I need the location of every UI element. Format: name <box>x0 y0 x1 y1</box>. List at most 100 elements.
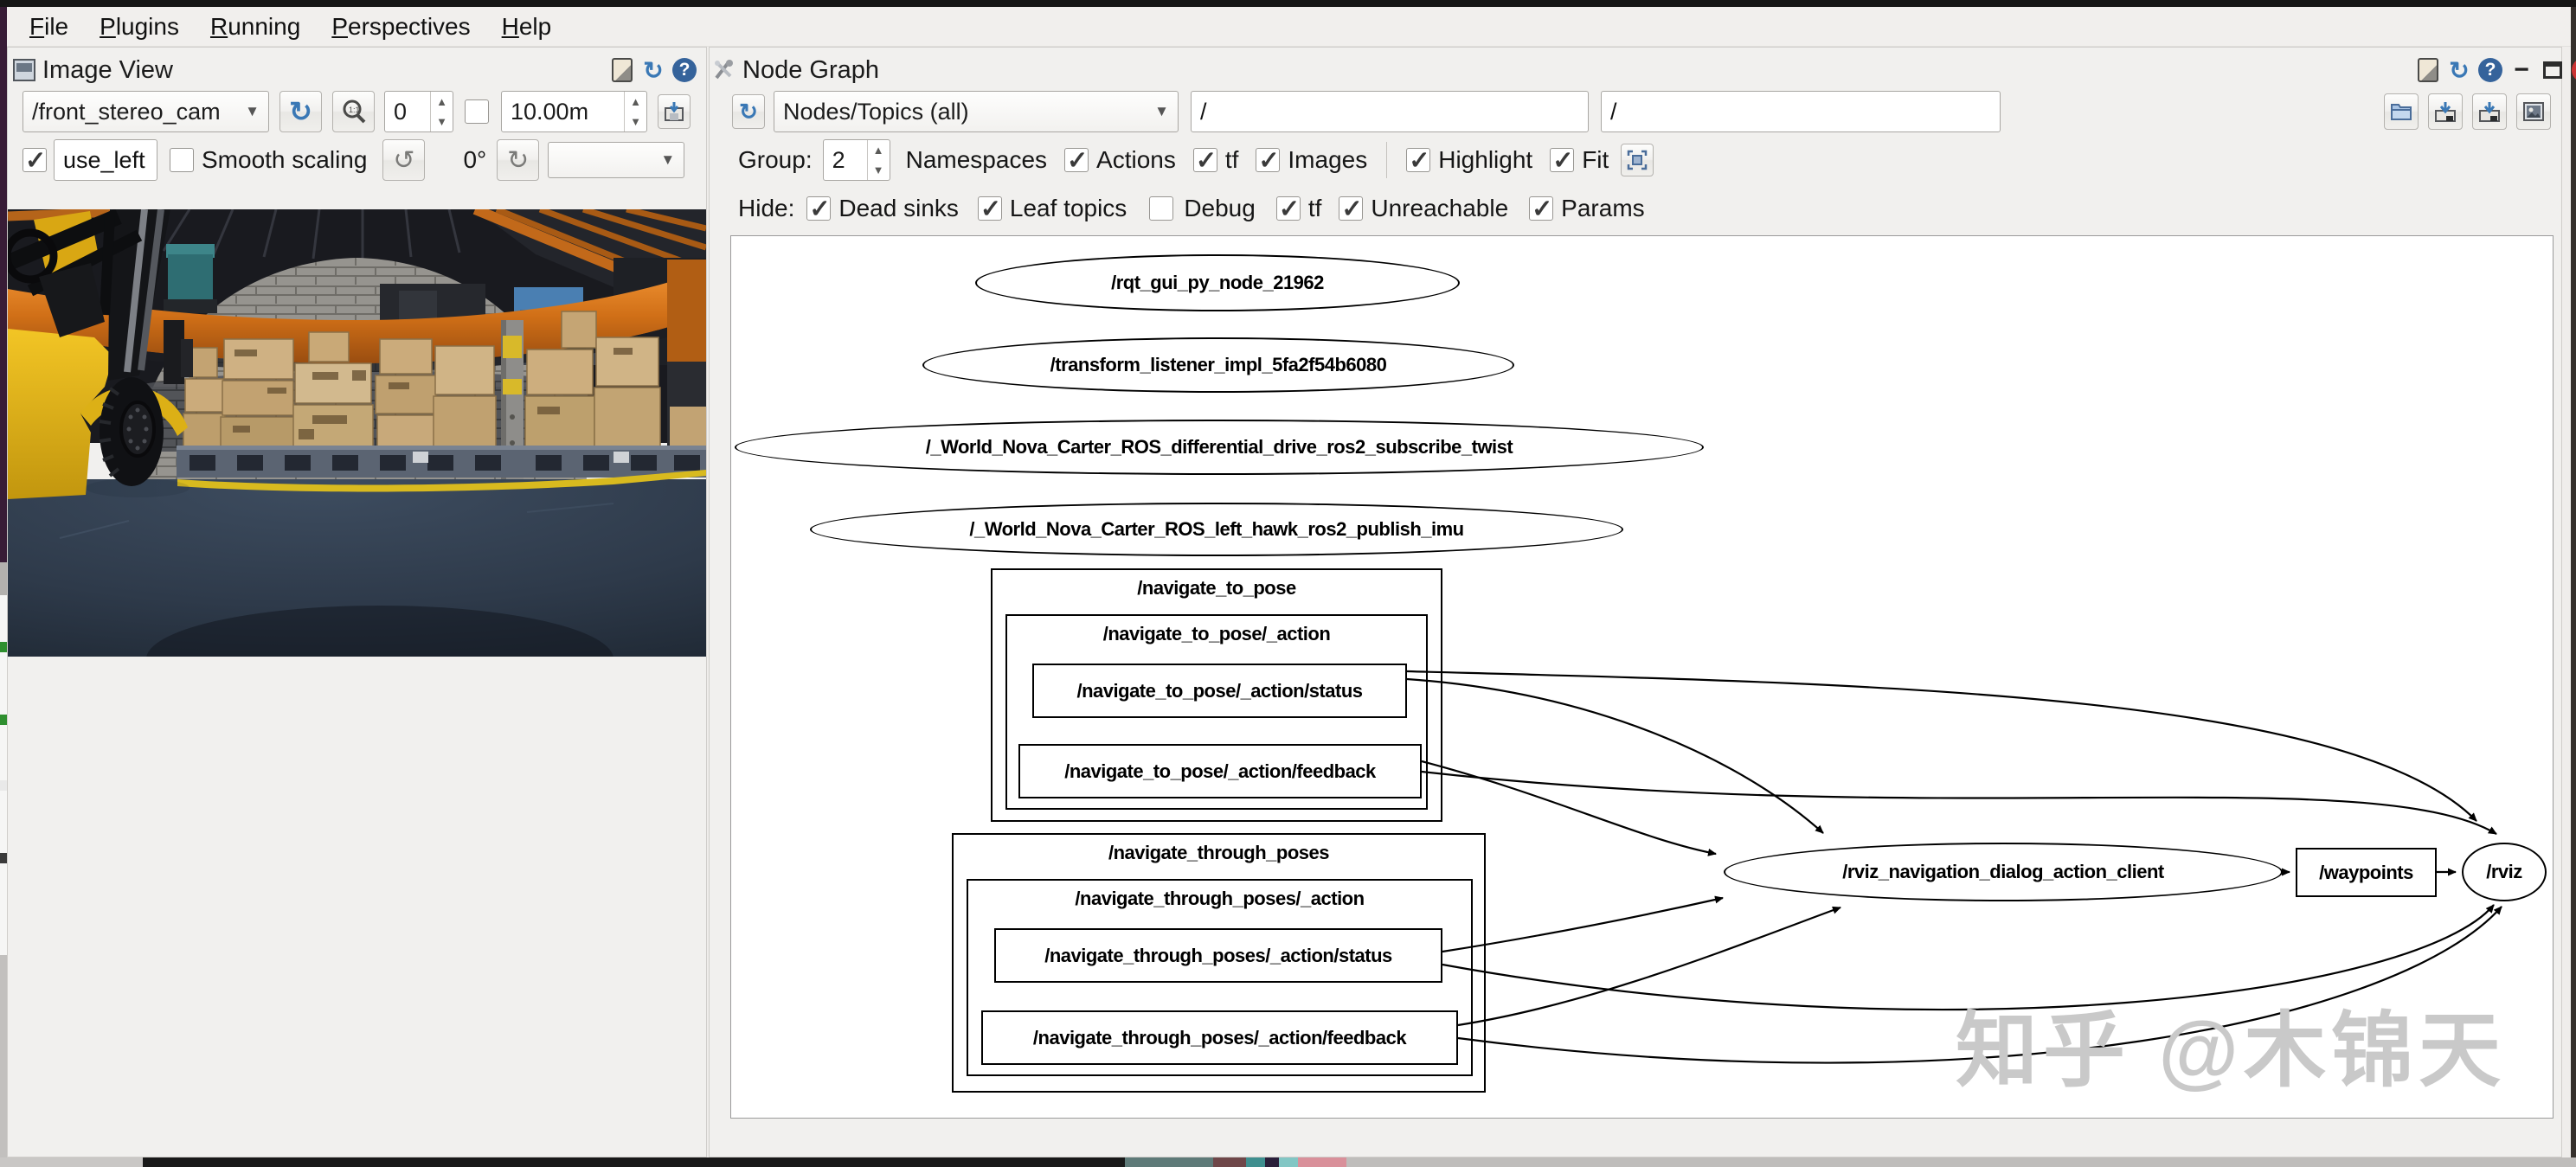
spin-down-icon[interactable]: ▼ <box>872 164 884 176</box>
warehouse-scene <box>8 209 706 657</box>
tf-checkbox[interactable] <box>1192 145 1217 176</box>
load-dot-button[interactable] <box>2384 93 2419 130</box>
actions-checkbox[interactable] <box>1064 145 1089 176</box>
toolbar-separator <box>1386 142 1388 178</box>
rotation-angle-label: 0° <box>463 146 487 173</box>
save-dot-button[interactable] <box>2428 93 2463 130</box>
fit-in-view-button[interactable] <box>1621 144 1654 176</box>
fit-view-icon <box>1628 150 1648 170</box>
menu-help[interactable]: Help <box>501 12 552 40</box>
save-icon <box>665 102 684 121</box>
params-checkbox[interactable] <box>1529 194 1554 224</box>
graph-topic-box[interactable]: /navigate_to_pose/_action/status <box>1032 664 1407 718</box>
fit-checkbox[interactable] <box>1550 145 1575 176</box>
float-icon[interactable] <box>2540 57 2566 83</box>
zoom-spinbox[interactable]: 0 ▲▼ <box>384 91 453 132</box>
menu-plugins[interactable]: Plugins <box>100 12 179 40</box>
graph-topic-box[interactable]: /waypoints <box>2296 848 2437 897</box>
panel-title-text: Node Graph <box>742 55 879 84</box>
smooth-scaling-label: Smooth scaling <box>202 146 368 173</box>
background-window-sliver <box>0 7 7 1167</box>
topic-combo-value: /front_stereo_cam <box>32 98 221 125</box>
dynamic-range-checkbox[interactable] <box>465 99 489 124</box>
unreachable-checkbox[interactable] <box>1339 194 1364 224</box>
graph-topic-box[interactable]: /navigate_through_poses/_action/feedback <box>981 1010 1458 1065</box>
node-graph-plugin-icon <box>715 60 733 80</box>
save-svg-button[interactable] <box>2472 93 2507 130</box>
settings-icon[interactable] <box>2415 57 2441 83</box>
hide-tf-checkbox[interactable] <box>1275 194 1301 224</box>
menu-perspectives[interactable]: Perspectives <box>331 12 471 40</box>
reload-plugin-icon[interactable]: ↻ <box>643 56 664 84</box>
rotate-left-button[interactable]: ↺ <box>382 139 426 181</box>
images-checkbox[interactable] <box>1256 145 1281 176</box>
image-file-icon <box>2523 102 2544 121</box>
max-range-spinbox[interactable]: 10.00m ▲▼ <box>501 91 647 132</box>
help-icon[interactable]: ? <box>671 57 697 83</box>
fit-label: Fit <box>1582 146 1609 173</box>
spin-up-icon[interactable]: ▲ <box>630 95 641 108</box>
dead-sinks-checkbox[interactable] <box>806 194 832 224</box>
spin-down-icon[interactable]: ▼ <box>436 115 447 128</box>
graph-canvas[interactable]: /rqt_gui_py_node_21962 /transform_listen… <box>730 235 2554 1119</box>
rotate-right-button[interactable]: ↻ <box>497 139 540 181</box>
help-icon[interactable]: ? <box>2477 57 2503 83</box>
tf-label: tf <box>1224 146 1239 173</box>
highlight-checkbox[interactable] <box>1406 145 1431 176</box>
menu-running[interactable]: Running <box>209 12 301 40</box>
menu-file[interactable]: File <box>29 12 69 40</box>
node-graph-title: Node Graph <box>713 55 879 86</box>
zoom-1-1-button[interactable]: 1:1 <box>332 91 375 132</box>
magnifier-icon: 1:1 <box>343 99 365 124</box>
reload-plugin-icon[interactable]: ↻ <box>2449 56 2470 84</box>
graph-topic-box[interactable]: /navigate_to_pose/_action/feedback <box>1018 744 1422 798</box>
smooth-scaling-checkbox[interactable] <box>170 148 194 172</box>
graph-cluster-navigate-through-poses-action[interactable]: /navigate_through_poses/_action <box>967 879 1473 1076</box>
graph-node[interactable]: /rqt_gui_py_node_21962 <box>975 254 1460 311</box>
graph-node[interactable]: /_World_Nova_Carter_ROS_left_hawk_ros2_p… <box>810 503 1623 556</box>
chevron-down-icon: ▼ <box>660 151 676 168</box>
node-graph-toolbar-row3: Hide: Dead sinks Leaf topics Debug tf Un… <box>738 188 1645 229</box>
graph-topic-box[interactable]: /navigate_through_poses/_action/status <box>994 928 1442 983</box>
smooth-image-combo[interactable]: ▼ <box>548 142 685 178</box>
graph-cluster-navigate-through-poses[interactable]: /navigate_through_poses <box>952 833 1486 1093</box>
spin-down-icon[interactable]: ▼ <box>630 115 641 128</box>
spin-up-icon[interactable]: ▲ <box>436 95 447 108</box>
group-spinbox[interactable]: 2 ▲ ▼ <box>822 139 890 181</box>
menu-bar: File Plugins Running Perspectives Help <box>0 7 2576 47</box>
spin-up-icon[interactable]: ▲ <box>872 144 884 157</box>
graph-node[interactable]: /_World_Nova_Carter_ROS_differential_dri… <box>735 420 1704 475</box>
node-graph-titlebar-buttons: ↻ ? − ✕ <box>2415 55 2576 84</box>
debug-checkbox[interactable] <box>1149 196 1174 221</box>
use-left-checkbox[interactable] <box>22 145 47 176</box>
node-graph-toolbar-row1: ↻ Nodes/Topics (all) ▼ <box>732 91 2551 132</box>
image-view-title: Image View <box>13 55 173 86</box>
refresh-graph-button[interactable]: ↻ <box>732 94 765 129</box>
graph-cluster-navigate-to-pose-action[interactable]: /navigate_to_pose/_action <box>1005 614 1428 810</box>
graph-edges <box>1406 670 2502 1064</box>
refresh-topics-button[interactable]: ↻ <box>279 91 322 132</box>
open-folder-icon <box>2391 104 2412 120</box>
minimize-icon[interactable]: − <box>2514 55 2529 84</box>
image-view-toolbar-row1: /front_stereo_cam ▼ ↻ 1:1 0 ▲▼ 10.00m ▲▼ <box>22 91 691 132</box>
graph-node[interactable]: /rviz_navigation_dialog_action_client <box>1724 843 2283 901</box>
settings-icon[interactable] <box>609 57 635 83</box>
graph-node[interactable]: /rviz <box>2462 843 2547 901</box>
save-image-button[interactable] <box>2516 93 2551 130</box>
window-right-edge <box>2571 7 2576 1167</box>
group-label: Group: <box>738 146 813 173</box>
graph-cluster-navigate-to-pose[interactable]: /navigate_to_pose <box>991 568 1442 822</box>
leaf-topics-checkbox[interactable] <box>977 194 1002 224</box>
hide-label: Hide: <box>738 195 795 221</box>
topic-combo[interactable]: /front_stereo_cam ▼ <box>22 91 269 132</box>
node-graph-panel: Node Graph ↻ ? − ✕ ↻ Nodes/Topics (all) … <box>709 47 2576 1157</box>
save-image-button[interactable] <box>658 94 691 129</box>
images-label: Images <box>1288 146 1368 173</box>
graph-type-combo[interactable]: Nodes/Topics (all) ▼ <box>774 91 1179 132</box>
close-icon[interactable]: ✕ <box>2571 57 2576 83</box>
use-left-field[interactable]: use_left <box>54 139 157 181</box>
filter-input-2[interactable] <box>1601 91 2001 132</box>
graph-node[interactable]: /transform_listener_impl_5fa2f54b6080 <box>922 337 1514 393</box>
group-spin-value: 2 <box>832 146 845 173</box>
filter-input-1[interactable] <box>1191 91 1589 132</box>
